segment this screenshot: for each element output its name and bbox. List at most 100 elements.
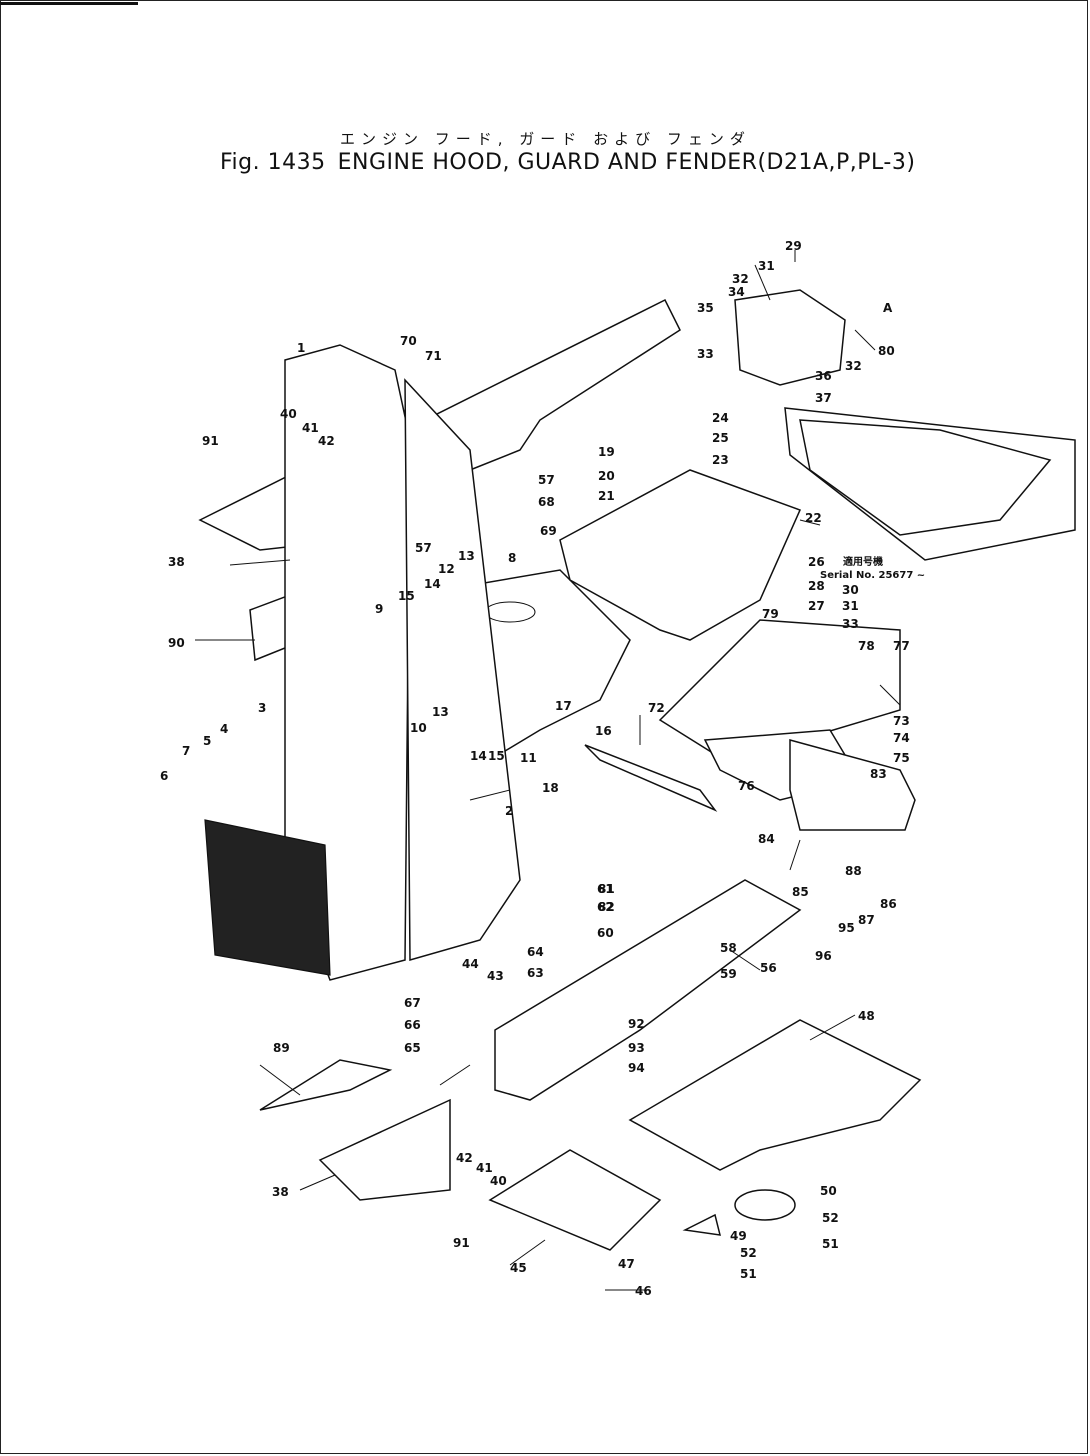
callout-62: 62 bbox=[597, 900, 614, 914]
small-plate-49 bbox=[682, 1213, 721, 1236]
callout-59: 59 bbox=[720, 967, 737, 981]
callout-84: 84 bbox=[758, 832, 775, 846]
callout-82: 82 bbox=[598, 900, 615, 914]
callout-29: 29 bbox=[785, 239, 802, 253]
callout-88: 88 bbox=[845, 864, 862, 878]
callout-57a: 57 bbox=[538, 473, 555, 487]
radiator-guard-side bbox=[404, 378, 521, 961]
callout-74: 74 bbox=[893, 731, 910, 745]
callout-80: 80 bbox=[878, 344, 895, 358]
callout-15a: 15 bbox=[398, 589, 415, 603]
callout-92: 92 bbox=[628, 1017, 645, 1031]
callout-79: 79 bbox=[762, 607, 779, 621]
figure-number: Fig. 1435 bbox=[220, 150, 326, 175]
callout-9: 9 bbox=[375, 602, 383, 616]
callout-72: 72 bbox=[648, 701, 665, 715]
callout-45: 45 bbox=[510, 1261, 527, 1275]
callout-27: 27 bbox=[808, 599, 825, 613]
callout-48: 48 bbox=[858, 1009, 875, 1023]
callout-37: 37 bbox=[815, 391, 832, 405]
inset-label-A: A bbox=[883, 301, 893, 315]
callout-41b: 41 bbox=[476, 1161, 493, 1175]
lower-left-guard-38 bbox=[318, 1098, 451, 1201]
callout-44: 44 bbox=[462, 957, 479, 971]
callout-labels: 1 2 3 4 5 6 7 8 9 10 11 12 13 13 14 14 1… bbox=[160, 239, 910, 1298]
callout-76: 76 bbox=[738, 779, 755, 793]
callout-52a: 52 bbox=[822, 1211, 839, 1225]
callout-17: 17 bbox=[555, 699, 572, 713]
under-guard-48 bbox=[628, 1019, 922, 1171]
lower-frame bbox=[494, 879, 802, 1101]
callout-91a: 91 bbox=[202, 434, 219, 448]
front-grille bbox=[204, 819, 331, 976]
callout-33a: 33 bbox=[697, 347, 714, 361]
callout-25: 25 bbox=[712, 431, 729, 445]
callout-87: 87 bbox=[858, 913, 875, 927]
under-guard-45 bbox=[488, 1149, 662, 1251]
serial-note-japanese: 適用号機 bbox=[843, 555, 883, 568]
callout-13b: 13 bbox=[432, 705, 449, 719]
callout-77: 77 bbox=[893, 639, 910, 653]
callout-49: 49 bbox=[730, 1229, 747, 1243]
callout-46: 46 bbox=[635, 1284, 652, 1298]
callout-13a: 13 bbox=[458, 549, 475, 563]
callout-40b: 40 bbox=[490, 1174, 507, 1188]
callout-38a: 38 bbox=[168, 555, 185, 569]
callout-14a: 14 bbox=[424, 577, 441, 591]
callout-32a: 32 bbox=[732, 272, 749, 286]
dashboard-cover bbox=[559, 469, 802, 641]
callout-51b: 51 bbox=[740, 1267, 757, 1281]
callout-2: 2 bbox=[505, 804, 513, 818]
figure-caption: ENGINE HOOD, GUARD AND FENDER(D21A,P,PL-… bbox=[337, 150, 916, 175]
callout-51a: 51 bbox=[822, 1237, 839, 1251]
callout-38b: 38 bbox=[272, 1185, 289, 1199]
callout-50: 50 bbox=[820, 1184, 837, 1198]
callout-5: 5 bbox=[203, 734, 211, 748]
callout-28: 28 bbox=[808, 579, 825, 593]
callout-43: 43 bbox=[487, 969, 504, 983]
callout-68: 68 bbox=[538, 495, 555, 509]
callout-67: 67 bbox=[404, 996, 421, 1010]
callout-47: 47 bbox=[618, 1257, 635, 1271]
callout-61: 61 bbox=[597, 882, 614, 896]
callout-65: 65 bbox=[404, 1041, 421, 1055]
callout-93: 93 bbox=[628, 1041, 645, 1055]
callout-35: 35 bbox=[697, 301, 714, 315]
callout-32b: 32 bbox=[845, 359, 862, 373]
callout-42b: 42 bbox=[456, 1151, 473, 1165]
callout-96: 96 bbox=[815, 949, 832, 963]
callout-70: 70 bbox=[400, 334, 417, 348]
callout-75: 75 bbox=[893, 751, 910, 765]
callout-42a: 42 bbox=[318, 434, 335, 448]
callout-57b: 57 bbox=[415, 541, 432, 555]
callout-23: 23 bbox=[712, 453, 729, 467]
inset-fender-plate bbox=[799, 419, 1052, 536]
callout-11: 11 bbox=[520, 751, 537, 765]
callout-86: 86 bbox=[880, 897, 897, 911]
callout-58: 58 bbox=[720, 941, 737, 955]
callout-66: 66 bbox=[404, 1018, 421, 1032]
callout-81: 81 bbox=[598, 882, 615, 896]
callout-16: 16 bbox=[595, 724, 612, 738]
cross-strip bbox=[584, 744, 718, 812]
callout-31a: 31 bbox=[758, 259, 775, 273]
callout-56: 56 bbox=[760, 961, 777, 975]
figure-title: Fig. 1435 ENGINE HOOD, GUARD AND FENDER(D… bbox=[220, 150, 927, 175]
callout-41a: 41 bbox=[302, 421, 319, 435]
callout-21: 21 bbox=[598, 489, 615, 503]
callout-14b: 14 bbox=[470, 749, 487, 763]
callout-63: 63 bbox=[527, 966, 544, 980]
callout-22: 22 bbox=[805, 511, 822, 525]
callout-40a: 40 bbox=[280, 407, 297, 421]
callout-7: 7 bbox=[182, 744, 190, 758]
callout-3: 3 bbox=[258, 701, 266, 715]
callout-90: 90 bbox=[168, 636, 185, 650]
callout-64: 64 bbox=[527, 945, 544, 959]
callout-34: 34 bbox=[728, 285, 745, 299]
callout-78: 78 bbox=[858, 639, 875, 653]
serial-note-text: Serial No. 25677 ~ bbox=[820, 570, 925, 581]
lower-left-guard-89 bbox=[259, 1059, 393, 1111]
callout-19: 19 bbox=[598, 445, 615, 459]
